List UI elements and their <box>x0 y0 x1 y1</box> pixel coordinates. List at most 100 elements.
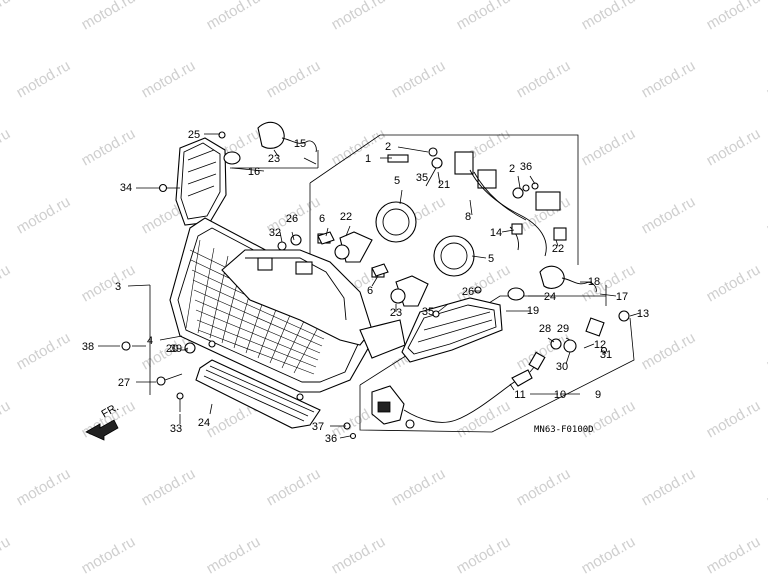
watermark-text: motod.ru <box>454 533 514 576</box>
callout-18: 18 <box>588 276 600 288</box>
callout-6: 6 <box>367 285 373 297</box>
watermark-text: motod.ru <box>764 329 768 373</box>
callout-12: 12 <box>594 339 606 351</box>
front-direction-arrow: FR. <box>85 401 121 441</box>
right-turn-signal-lens <box>401 297 503 363</box>
watermark-text: motod.ru <box>79 261 139 305</box>
callout-39: 39 <box>170 343 182 355</box>
callout-22: 22 <box>340 211 352 223</box>
watermark-text: motod.ru <box>639 465 699 509</box>
position-light-cable <box>371 369 533 429</box>
watermark-text: motod.ru <box>264 465 324 509</box>
watermark-text: motod.ru <box>204 533 264 576</box>
left-turn-signal-assembly <box>175 121 317 226</box>
watermark-text: motod.ru <box>0 261 13 305</box>
callout-1: 1 <box>365 153 371 165</box>
callout-6: 6 <box>319 213 325 225</box>
watermark-text: motod.ru <box>14 193 74 237</box>
callout-36: 36 <box>520 161 532 173</box>
watermark-text: motod.ru <box>454 397 514 441</box>
watermark-text: motod.ru <box>14 329 74 373</box>
fasteners <box>121 183 530 440</box>
callout-30: 30 <box>556 361 568 373</box>
diagram-code: MN63-F0100D <box>534 425 594 435</box>
callout-20: 20 <box>166 343 178 355</box>
watermark-text: motod.ru <box>389 57 449 101</box>
callout-8: 8 <box>465 211 471 223</box>
callout-14: 14 <box>490 227 502 239</box>
watermark-text: motod.ru <box>204 0 264 33</box>
watermark-text: motod.ru <box>0 397 13 441</box>
watermark-text: motod.ru <box>14 465 74 509</box>
callout-10: 10 <box>554 389 566 401</box>
watermark-text: motod.ru <box>514 465 574 509</box>
callout-26: 26 <box>286 213 298 225</box>
watermark-text: motod.ru <box>639 57 699 101</box>
callout-22: 22 <box>552 243 564 255</box>
watermark-text: motod.ru <box>79 397 139 441</box>
callout-37: 37 <box>312 421 324 433</box>
watermark-text: motod.ru <box>764 57 768 101</box>
callout-35: 35 <box>416 172 428 184</box>
callout-labels: 1223455668910111213141516171819202122222… <box>82 129 649 445</box>
watermark-text: motod.ru <box>639 193 699 237</box>
callout-13: 13 <box>637 308 649 320</box>
callout-5: 5 <box>394 175 400 187</box>
watermark-text: motod.ru <box>704 0 764 33</box>
watermark-text: motod.ru <box>764 465 768 509</box>
callout-36: 36 <box>325 433 337 445</box>
callout-19: 19 <box>527 305 539 317</box>
callout-16: 16 <box>248 166 260 178</box>
watermark-text: motod.ru <box>139 465 199 509</box>
callout-26: 26 <box>462 286 474 298</box>
callout-32: 32 <box>269 227 281 239</box>
callout-23: 23 <box>390 307 402 319</box>
watermark-text: motod.ru <box>579 533 639 576</box>
callout-5: 5 <box>488 253 494 265</box>
callout-21: 21 <box>438 179 450 191</box>
watermark-text: motod.ru <box>579 125 639 169</box>
callout-3: 3 <box>115 281 121 293</box>
callout-24: 24 <box>198 417 210 429</box>
watermark-text: motod.ru <box>329 125 389 169</box>
wiring-harness <box>387 147 567 257</box>
callout-24: 24 <box>544 291 556 303</box>
callout-38: 38 <box>82 341 94 353</box>
right-small-parts <box>528 310 630 373</box>
callout-2: 2 <box>385 141 391 153</box>
callout-11: 11 <box>514 389 525 401</box>
callout-15: 15 <box>294 138 306 150</box>
watermark-text: motod.ru <box>0 125 13 169</box>
watermark-text: motod.ru <box>0 533 13 576</box>
watermark-text: motod.ru <box>639 329 699 373</box>
watermark-text: motod.ru <box>14 57 74 101</box>
callout-4: 4 <box>147 335 153 347</box>
callout-28: 28 <box>539 323 551 335</box>
watermark-text: motod.ru <box>704 261 764 305</box>
callout-33: 33 <box>170 423 182 435</box>
right-turn-signal-socket <box>474 265 597 301</box>
watermark-text: motod.ru <box>704 397 764 441</box>
watermark-text: motod.ru <box>704 125 764 169</box>
callout-27: 27 <box>118 377 130 389</box>
callout-leaders <box>98 133 641 439</box>
lower-grille <box>195 359 321 429</box>
callout-29: 29 <box>557 323 569 335</box>
callout-25: 25 <box>188 129 200 141</box>
watermark-text: motod.ru <box>0 0 13 33</box>
watermark-text: motod.ru <box>704 533 764 576</box>
headlight-housing <box>169 217 406 401</box>
callout-35: 35 <box>422 306 434 318</box>
callout-31: 31 <box>600 349 612 361</box>
brackets <box>317 231 389 277</box>
watermark-text: motod.ru <box>79 0 139 33</box>
callout-17: 17 <box>616 291 628 303</box>
watermark-text: motod.ru <box>579 0 639 33</box>
callout-9: 9 <box>595 389 601 401</box>
headlight-bulbs <box>317 201 475 307</box>
watermark-text: motod.ru <box>389 465 449 509</box>
watermark-text: motod.ru <box>454 0 514 33</box>
watermark-text: motod.ru <box>264 57 324 101</box>
watermark-text: motod.ru <box>79 533 139 576</box>
